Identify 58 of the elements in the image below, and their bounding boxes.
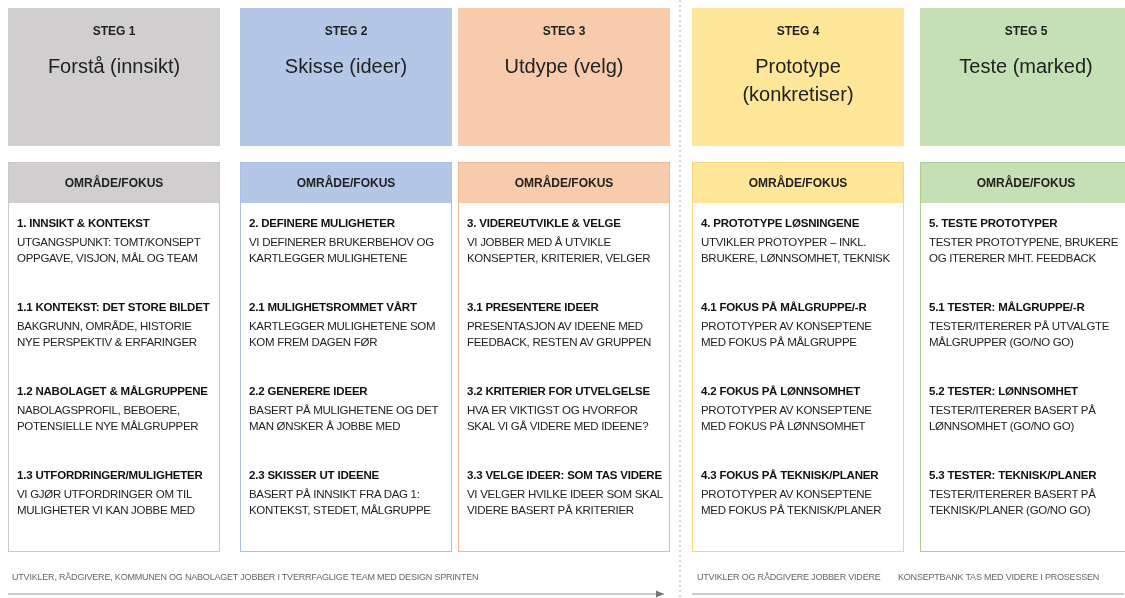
item-heading: 4.3 FOKUS PÅ TEKNISK/PLANER xyxy=(701,469,880,481)
header-band: OMRÅDE/FOKUS xyxy=(9,163,219,203)
item-description: KARTLEGGER MULIGHETENE SOM KOM FREM DAGEN FØR xyxy=(249,319,437,350)
item-heading: 3. VIDEREUTVIKLE & VELGE xyxy=(467,217,622,229)
item-heading: 5.2 TESTER: LØNNSOMHET xyxy=(929,385,1079,397)
item-heading: 4.2 FOKUS PÅ LØNNSOMHET xyxy=(701,385,862,397)
step-title: Teste (marked) xyxy=(958,54,1094,79)
item-heading: 5.1 TESTER: MÅLGRUPPE/-R xyxy=(929,301,1086,313)
item-description: TESTER PROTOTYPENE, BRUKERE OG ITERERER MHT. FEEDBACK xyxy=(929,235,1120,266)
footer-note: KONSEPTBANK TAS MED VIDERE I PROSESSEN xyxy=(898,572,1100,582)
item-heading: 4.1 FOKUS PÅ MÅLGRUPPE/-R xyxy=(701,301,868,313)
item-description: VI DEFINERER BRUKERBEHOV OG KARTLEGGER MULIGHETENE xyxy=(249,235,435,266)
item-heading: 3.2 KRITERIER FOR UTVELGELSE xyxy=(467,385,651,397)
item-heading: 1.3 UTFORDRINGER/MULIGHETER xyxy=(17,469,204,481)
header-band: OMRÅDE/FOKUS xyxy=(241,163,451,203)
item-description: VI VELGER HVILKE IDEER SOM SKAL VIDERE BASERT PÅ KRITERIER xyxy=(467,487,664,518)
footer-note: UTVIKLER, RÅDGIVERE, KOMMUNEN OG NABOLAGET JOBBER I TVERRFAGLIGE TEAM MED DESIGN SPRINTEN xyxy=(12,572,479,582)
item-description: NABOLAGSPROFIL, BEBOERE, POTENSIELLE NYE MÅLGRUPPER xyxy=(17,403,200,434)
item-description: PRESENTASJON AV IDEENE MED FEEDBACK, RESTEN AV GRUPPEN xyxy=(467,319,653,350)
item-heading: 1. INNSIKT & KONTEKST xyxy=(17,217,151,229)
item-description: PROTOTYPER AV KONSEPTENE MED FOKUS PÅ MÅLGRUPPE xyxy=(701,319,873,350)
item-heading: 4. PROTOTYPE LØSNINGENE xyxy=(701,217,861,229)
item-description: UTGANGSPUNKT: TOMT/KONSEPT OPPGAVE, VISJON, MÅL OG TEAM xyxy=(17,235,202,266)
item-description: BASERT PÅ INNSIKT FRA DAG 1: KONTEKST, STEDET, MÅLGRUPPE xyxy=(249,487,432,518)
item-heading: 3.1 PRESENTERE IDEER xyxy=(467,301,600,313)
header-band: OMRÅDE/FOKUS xyxy=(921,163,1125,203)
step-title: Utdype (velg) xyxy=(503,54,625,79)
item-heading: 1.1 KONTEKST: DET STORE BILDET xyxy=(17,301,211,313)
item-heading: 5. TESTE PROTOTYPER xyxy=(929,217,1059,229)
item-description: TESTER/ITERERER PÅ UTVALGTE MÅLGRUPPER (GO/NO GO) xyxy=(929,319,1111,350)
item-description: VI GJØR UTFORDRINGER OM TIL MULIGHETER VI KAN JOBBE MED xyxy=(17,487,196,518)
item-heading: 2.3 SKISSER UT IDEENE xyxy=(249,469,380,481)
item-heading: 5.3 TESTER: TEKNISK/PLANER xyxy=(929,469,1098,481)
item-heading: 2.2 GENERERE IDEER xyxy=(249,385,369,397)
item-description: UTVIKLER PROTOYPER – INKL. BRUKERE, LØNNSOMHET, TEKNISK xyxy=(701,235,891,266)
item-heading: 2.1 MULIGHETSROMMET VÅRT xyxy=(249,301,418,313)
step-title: Skisse (ideer) xyxy=(283,54,409,79)
item-description: PROTOTYPER AV KONSEPTENE MED FOKUS PÅ LØNNSOMHET xyxy=(701,403,873,434)
step-number: STEG 4 xyxy=(775,24,821,38)
item-description: HVA ER VIKTIGST OG HVORFOR SKAL VI GÅ VIDERE MED IDEENE? xyxy=(467,403,650,434)
header-band: OMRÅDE/FOKUS xyxy=(693,163,903,203)
item-description: VI JOBBER MED Å UTVIKLE KONSEPTER, KRITERIER, VELGER xyxy=(467,235,652,266)
item-description: TESTER/ITERERER BASERT PÅ TEKNISK/PLANER (GO/NO GO) xyxy=(929,487,1097,518)
step-title: Forstå (innsikt) xyxy=(46,54,182,79)
step-title: Prototype (konkretiser) xyxy=(741,54,855,107)
step-number: STEG 3 xyxy=(541,24,587,38)
footer-note: UTVIKLER OG RÅDGIVERE JOBBER VIDERE xyxy=(697,572,881,582)
item-heading: 2. DEFINERE MULIGHETER xyxy=(249,217,396,229)
item-heading: 3.3 VELGE IDEER: SOM TAS VIDERE xyxy=(467,469,663,481)
item-heading: 1.2 NABOLAGET & MÅLGRUPPENE xyxy=(17,385,209,397)
item-description: PROTOTYPER AV KONSEPTENE MED FOKUS PÅ TEKNISK/PLANER xyxy=(701,487,883,518)
step-number: STEG 1 xyxy=(91,24,137,38)
step-number: STEG 5 xyxy=(1003,24,1049,38)
item-description: BASERT PÅ MULIGHETENE OG DET MAN ØNSKER Å JOBBE MED xyxy=(249,403,440,434)
item-description: BAKGRUNN, OMRÅDE, HISTORIE NYE PERSPEKTIV & ERFARINGER xyxy=(17,319,198,350)
step-number: STEG 2 xyxy=(323,24,369,38)
item-description: TESTER/ITERERER BASERT PÅ LØNNSOMHET (GO/NO GO) xyxy=(929,403,1097,434)
header-band: OMRÅDE/FOKUS xyxy=(459,163,669,203)
